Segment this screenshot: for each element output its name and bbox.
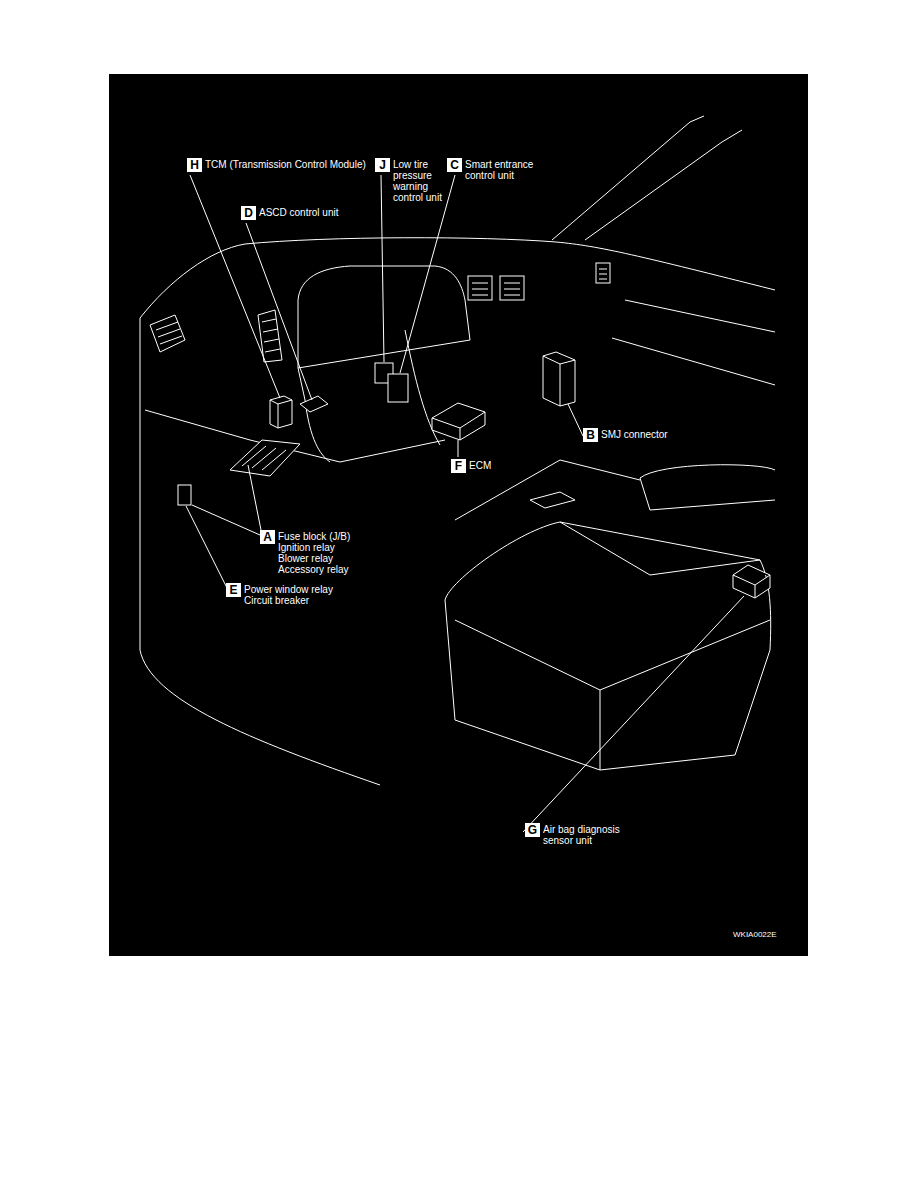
callout-text: Power window relay (244, 584, 333, 595)
callout-text-block: ASCD control unit (259, 206, 369, 218)
callout-letter: J (375, 158, 390, 172)
callout-text: ECM (469, 460, 491, 471)
background-panel (109, 74, 808, 956)
component-symbols (178, 352, 770, 598)
callout-label: AFuse block (J/B)Ignition relayBlower re… (260, 530, 378, 575)
callout-letter: A (260, 530, 275, 544)
callout-text: SMJ connector (601, 429, 668, 440)
callout-text-block: Smart entrance control unit (465, 158, 550, 181)
callout-text: TCM (Transmission Control Module) (205, 159, 366, 170)
callout-label: GAir bag diagnosis sensor unit (525, 823, 643, 846)
callout-text: Circuit breaker (244, 595, 309, 606)
callout-letter: F (451, 459, 466, 473)
callout-text-block: Air bag diagnosis sensor unit (543, 823, 643, 846)
callout-letter: H (187, 158, 202, 172)
callout-text-block: Fuse block (J/B)Ignition relayBlower rel… (278, 530, 378, 575)
callout-letter: G (525, 823, 540, 837)
callout-label: DASCD control unit (241, 206, 369, 220)
callout-text: ASCD control unit (259, 207, 338, 218)
callout-letter: D (241, 206, 256, 220)
callout-label: BSMJ connector (583, 428, 691, 442)
callout-letter: E (226, 583, 241, 597)
callout-text-block: SMJ connector (601, 428, 691, 440)
callout-letter: C (447, 158, 462, 172)
figure-code: WKIA0022E (733, 930, 777, 939)
callout-text-block: Power window relayCircuit breaker (244, 583, 354, 606)
callout-letter: B (583, 428, 598, 442)
callout-text: Smart entrance control unit (465, 159, 550, 181)
callout-label: FECM (451, 459, 509, 473)
callout-text-block: TCM (Transmission Control Module) (205, 158, 370, 170)
callout-label: HTCM (Transmission Control Module) (187, 158, 370, 172)
leader-lines (186, 175, 744, 832)
callout-text: Ignition relay (278, 542, 335, 553)
callout-label: JLow tire pressure warning control unit (375, 158, 443, 203)
cabin-outline (140, 116, 775, 785)
callout-text-block: ECM (469, 459, 509, 471)
callout-label: EPower window relayCircuit breaker (226, 583, 354, 606)
callout-label: CSmart entrance control unit (447, 158, 550, 181)
callout-text: Low tire pressure warning control unit (393, 159, 443, 203)
callout-text: Fuse block (J/B) (278, 531, 350, 542)
callout-text: Air bag diagnosis sensor unit (543, 824, 643, 846)
callout-text: Accessory relay (278, 564, 349, 575)
callout-text: Blower relay (278, 553, 333, 564)
callout-text-block: Low tire pressure warning control unit (393, 158, 443, 203)
